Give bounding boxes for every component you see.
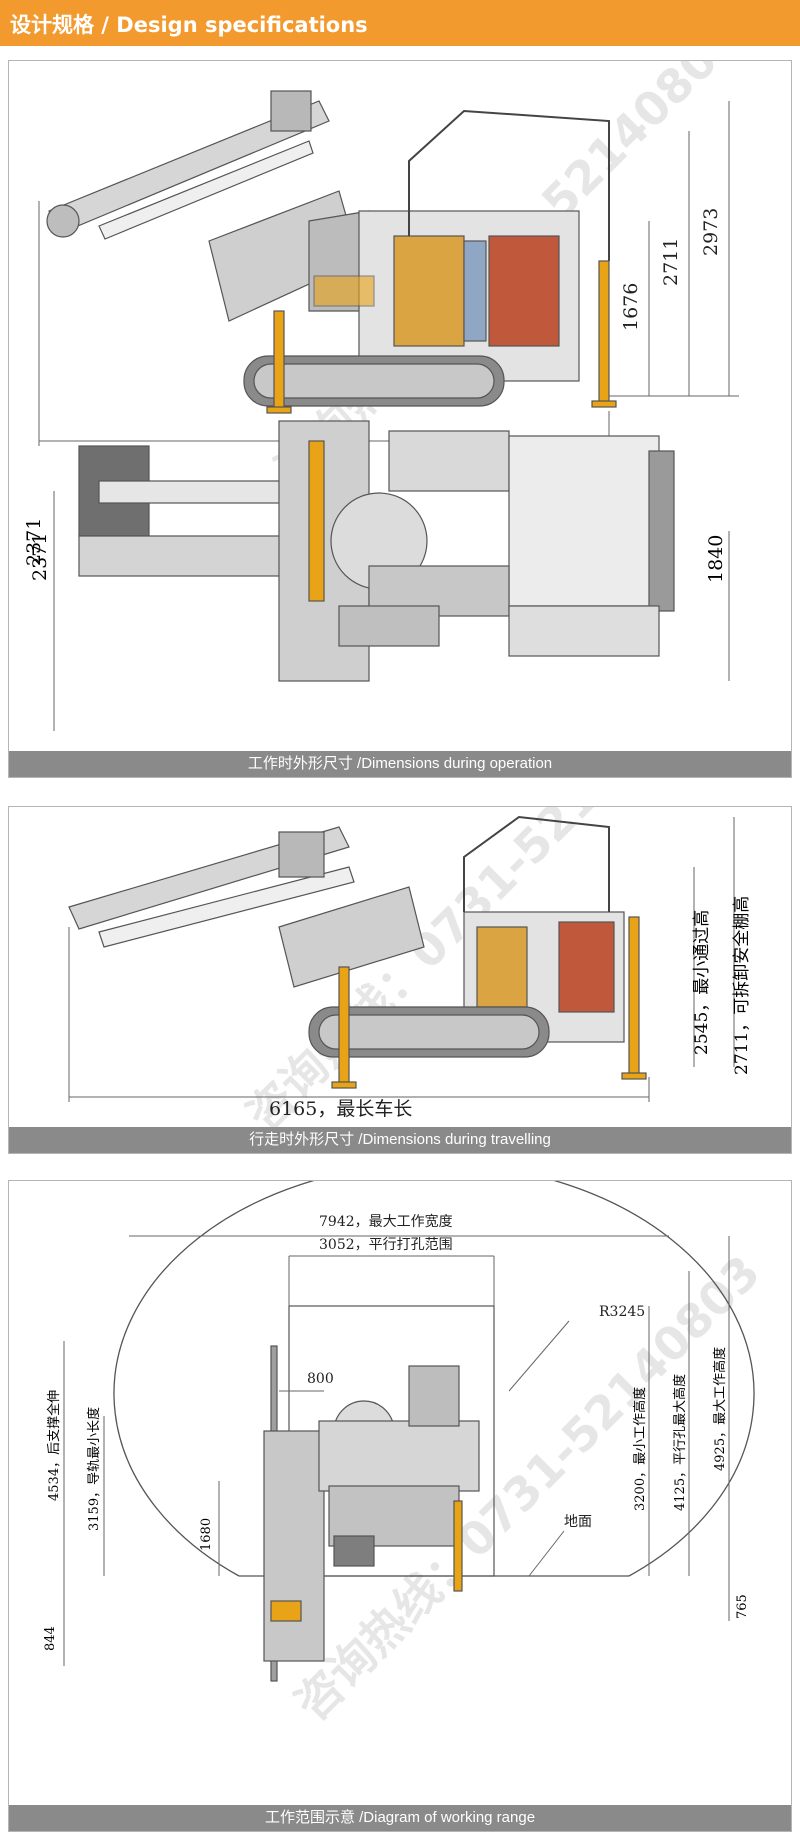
dim-width-1840-label: 1840 bbox=[705, 534, 727, 583]
working-envelope-arc bbox=[113, 1181, 755, 1577]
dim-max-width: 7942，最大工作宽度 bbox=[319, 1213, 453, 1230]
dim-height-2973: 2973 bbox=[700, 208, 722, 256]
dim-height-1676: 1676 bbox=[620, 283, 642, 331]
dim-min-work-height: 3200，最小工作高度 bbox=[633, 1386, 648, 1511]
dim-parallel-range: 3052，平行打孔范围 bbox=[319, 1236, 453, 1253]
working-range-drawing: 咨询热线：0731-52140803 bbox=[63, 1181, 770, 1731]
machine-side-view bbox=[46, 90, 617, 414]
caption-working-range: 工作范围示意 /Diagram of working range bbox=[9, 1805, 791, 1831]
dim-radius: R3245 bbox=[599, 1304, 645, 1320]
dim-parallel-max-height: 4125，平行孔最大高度 bbox=[673, 1373, 688, 1511]
dim-height-2711: 2711 bbox=[660, 238, 682, 286]
section-header: 设计规格 / Design specifications bbox=[0, 0, 800, 46]
caption-travel: 行走时外形尺寸 /Dimensions during travelling bbox=[9, 1127, 791, 1153]
machine-travel-view bbox=[68, 815, 647, 1089]
panel-travel-dimensions: 咨询热线：0731-52140803 6165，最长车长 2545，最小通过 bbox=[8, 806, 792, 1154]
dim-below-ground: 844 bbox=[43, 1626, 58, 1651]
machine-plan-view bbox=[78, 420, 675, 682]
panel-working-range: 咨询热线：0731-52140803 bbox=[8, 1180, 792, 1832]
section-title: 设计规格 / Design specifications bbox=[10, 13, 368, 37]
dim-h765: 765 bbox=[735, 1594, 750, 1619]
ground-label: 地面 bbox=[564, 1514, 592, 1530]
travel-drawing: 咨询热线：0731-52140803 6165，最长车长 bbox=[68, 807, 735, 1129]
machine-front-view bbox=[263, 1345, 480, 1682]
dim-offset: 800 bbox=[307, 1371, 334, 1387]
dim-h1680: 1680 bbox=[199, 1517, 214, 1551]
dim-travel-length: 6165，最长车长 bbox=[269, 1098, 412, 1120]
operation-drawing: 咨询热线：0731-52140803 bbox=[38, 61, 750, 731]
panel-operation-dimensions: 咨询热线：0731-52140803 bbox=[8, 60, 792, 778]
dim-max-work-height: 4925，最大工作高度 bbox=[713, 1346, 728, 1471]
dim-width-2371-label: 2371 bbox=[29, 532, 51, 581]
caption-operation: 工作时外形尺寸 /Dimensions during operation bbox=[9, 751, 791, 777]
dim-pass-height: 2545，最小通过高 bbox=[692, 909, 712, 1055]
dim-rail-min: 3159，导轨最小长度 bbox=[87, 1406, 102, 1531]
dim-rear-support: 4534，后支撑全伸 bbox=[47, 1389, 62, 1501]
dim-canopy-height: 2711，可拆卸安全棚高 bbox=[732, 895, 752, 1075]
